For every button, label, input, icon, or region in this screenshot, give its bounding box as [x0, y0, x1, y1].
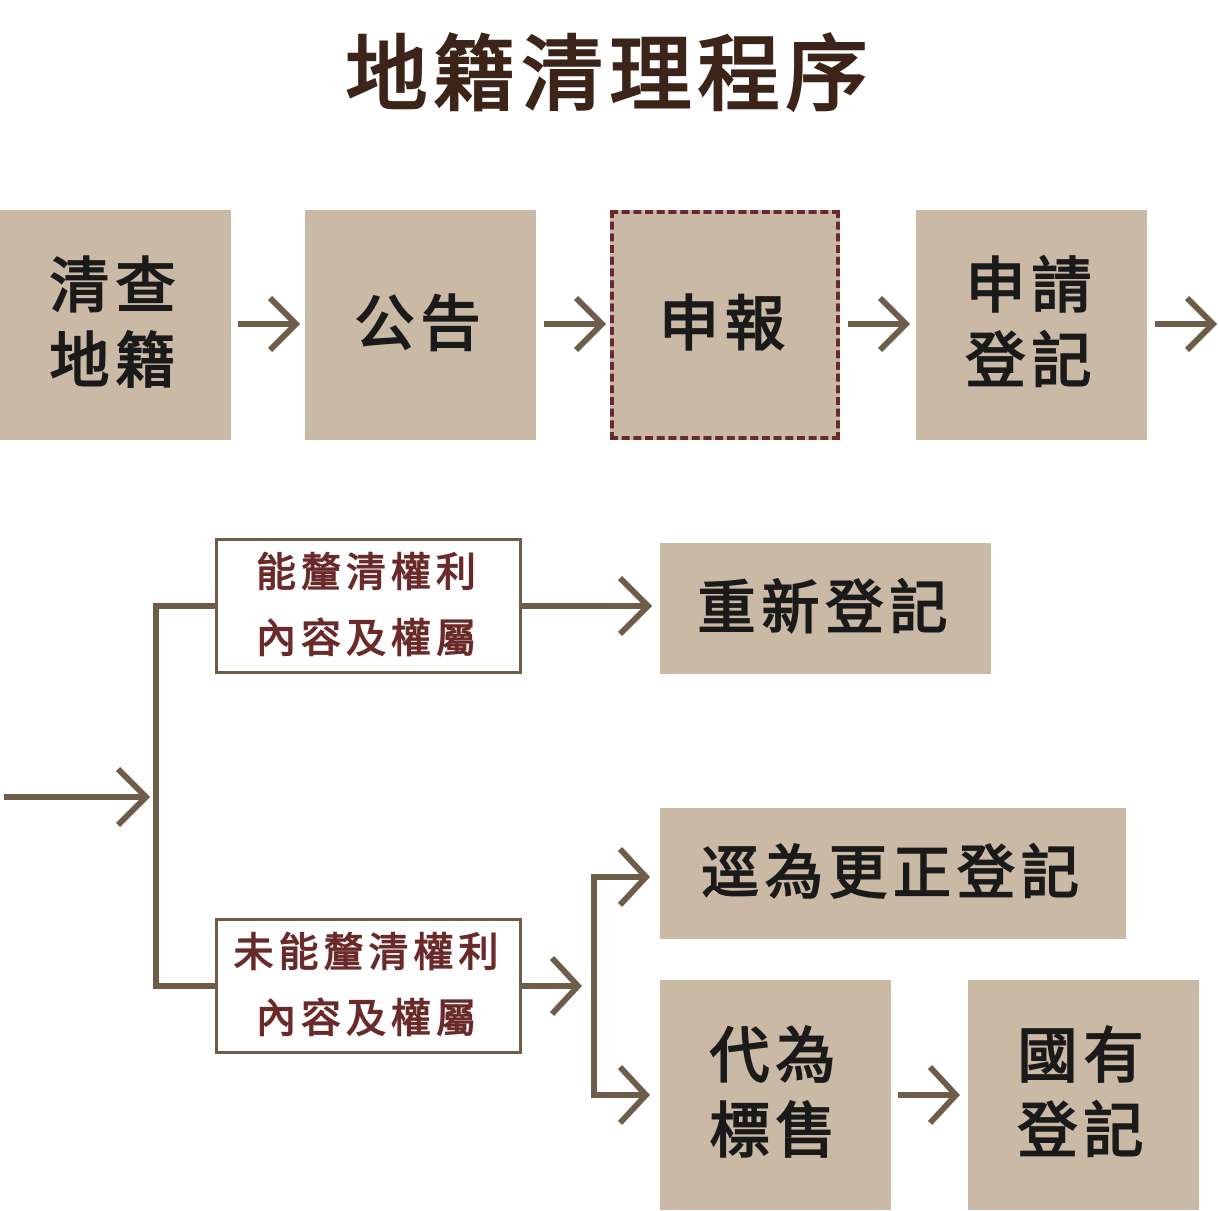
result-state-line-2: 登記 [1017, 1097, 1150, 1167]
result-correction-box: 逕為更正登記 [660, 808, 1126, 939]
step-declare-label: 申報 [659, 289, 791, 360]
result-correction-label: 逕為更正登記 [700, 839, 1085, 908]
arrow-in [4, 766, 151, 828]
arrow-state [898, 1064, 961, 1126]
result-sale-line-1: 代為 [709, 1022, 842, 1092]
result-reregister-box: 重新登記 [660, 543, 991, 674]
result-state-box: 國有 登記 [968, 980, 1199, 1210]
arrow-3 [848, 295, 911, 353]
condition-clear-line-2: 內容及權屬 [256, 616, 481, 662]
result-reregister-label: 重新登記 [697, 574, 954, 643]
arrow-4 [1155, 295, 1218, 353]
condition-clear-box: 能釐清權利 內容及權屬 [215, 538, 522, 674]
step-apply-line-1: 申請 [965, 252, 1098, 322]
step-apply-line-2: 登記 [965, 327, 1098, 397]
arrow-unclear [520, 955, 583, 1017]
step-survey-line-2: 地籍 [49, 327, 182, 397]
condition-unclear-box: 未能釐清權利 內容及權屬 [215, 918, 522, 1054]
result-sale-box: 代為 標售 [660, 980, 891, 1210]
page-title: 地籍清理程序 [345, 28, 874, 123]
arrow-clear [520, 575, 653, 637]
step-survey-box: 清查 地籍 [0, 210, 231, 440]
step-announce-box: 公告 [305, 210, 536, 440]
fork-bracket [591, 874, 646, 1098]
step-declare-box: 申報 [610, 210, 840, 440]
arrow-2 [544, 295, 607, 353]
branch-bracket [153, 603, 216, 989]
condition-unclear-line-2: 內容及權屬 [256, 996, 481, 1042]
condition-clear-line-1: 能釐清權利 [256, 550, 481, 596]
step-survey-line-1: 清查 [49, 252, 182, 322]
result-state-line-1: 國有 [1017, 1022, 1150, 1092]
arrow-sale [617, 1064, 651, 1126]
condition-unclear-line-1: 未能釐清權利 [233, 930, 504, 976]
step-announce-label: 公告 [354, 289, 487, 360]
step-apply-box: 申請 登記 [916, 210, 1147, 440]
arrow-correction [617, 846, 651, 908]
arrow-1 [238, 295, 301, 353]
result-sale-line-2: 標售 [709, 1097, 842, 1167]
